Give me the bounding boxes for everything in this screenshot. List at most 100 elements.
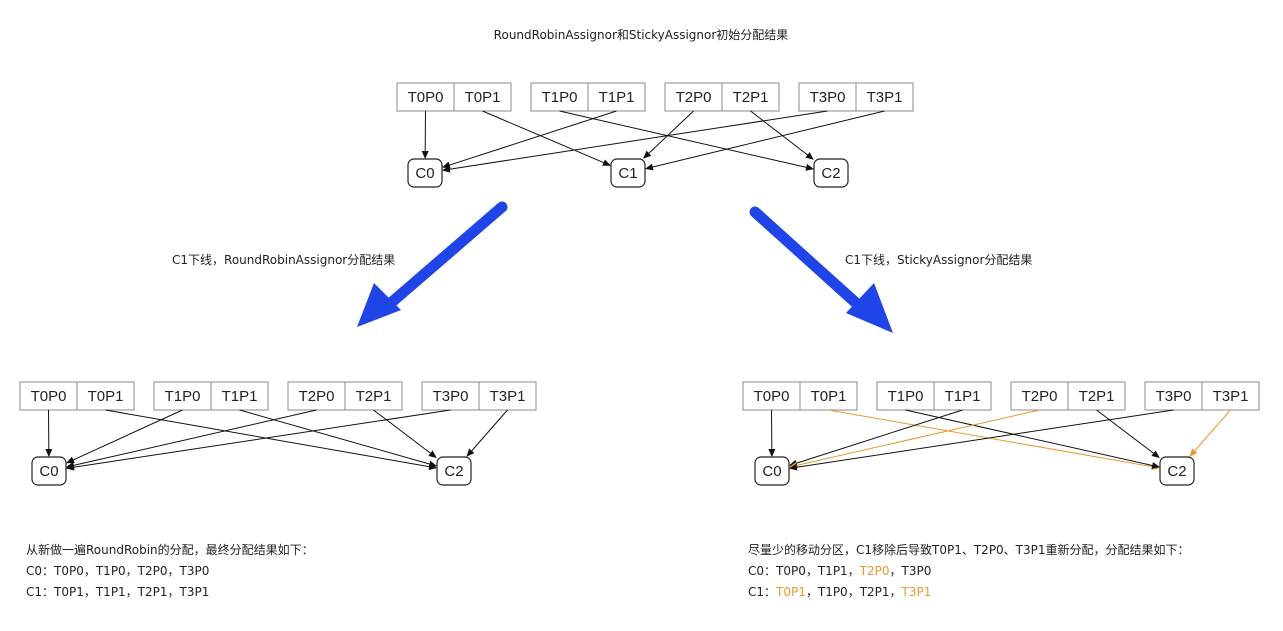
edge-t2p0-to-c0 [66, 409, 317, 469]
note-text: ，T3P0 [890, 564, 932, 578]
partition-t0p1: T0P1 [799, 381, 858, 411]
partition-label: T3P0 [433, 388, 469, 405]
partition-label: T1P0 [888, 388, 924, 405]
left-note: 从新做一遍RoundRobin的分配，最终分配结果如下： C0：T0P0，T1P0… [26, 542, 314, 599]
partition-t3p0: T3P0 [1144, 381, 1203, 411]
partition-t2p1: T2P1 [1067, 381, 1126, 411]
partition-label: T0P0 [408, 89, 444, 106]
edge-t1p0-to-c0 [66, 409, 183, 464]
consumer-label: C1 [618, 165, 637, 182]
partition-label: T2P0 [676, 89, 712, 106]
partition-label: T3P1 [490, 388, 526, 405]
edge-t0p1-to-c2 [828, 409, 1160, 471]
note-line-2: C1：T0P1，T1P0，T2P1，T3P1 [748, 585, 931, 599]
partition-t3p1: T3P1 [1201, 381, 1260, 411]
partition-label: T3P0 [1156, 388, 1192, 405]
partition-t1p0: T1P0 [876, 381, 935, 411]
note-text: C0：T0P0，T1P1， [748, 564, 860, 578]
partition-label: T3P1 [1213, 388, 1249, 405]
edge-t3p1-to-c1 [645, 110, 885, 171]
partition-label: T0P1 [811, 388, 847, 405]
partition-t3p0: T3P0 [798, 82, 857, 112]
consumer-label: C2 [1167, 463, 1186, 480]
partition-label: T2P1 [733, 89, 769, 106]
right-note: 尽量少的移动分区，C1移除后导致T0P1、T2P0、T3P1重新分配，分配结果如… [748, 542, 1190, 599]
consumer-c1: C1 [610, 158, 646, 188]
highlight-partition: T2P0 [859, 564, 890, 578]
partition-t0p1: T0P1 [76, 381, 135, 411]
partition-t1p0: T1P0 [530, 82, 589, 112]
edge-t3p0-to-c0 [442, 110, 828, 173]
partition-t2p0: T2P0 [664, 82, 723, 112]
partition-label: T1P1 [599, 89, 635, 106]
edge-t1p0-to-c2 [905, 409, 1160, 469]
partition-t2p0: T2P0 [287, 381, 346, 411]
edge-t2p1-to-c2 [1096, 409, 1160, 458]
edge-t3p0-to-c0 [789, 409, 1174, 471]
partition-label: T3P0 [810, 89, 846, 106]
right-caption: C1下线，StickyAssignor分配结果 [845, 253, 1032, 267]
partition-label: T2P0 [299, 388, 335, 405]
edge-t0p1-to-c1 [482, 110, 611, 166]
big-arrow-right [749, 206, 893, 333]
partition-t1p1: T1P1 [210, 381, 269, 411]
note-line-1: C0：T0P0，T1P0，T2P0，T3P0 [26, 564, 209, 578]
consumer-label: C0 [415, 165, 434, 182]
diagram-title: RoundRobinAssignor和StickyAssignor初始分配结果 [494, 28, 789, 42]
partition-t0p0: T0P0 [396, 82, 455, 112]
partition-label: T0P1 [88, 388, 124, 405]
highlight-partition: T3P1 [901, 585, 932, 599]
partition-t3p0: T3P0 [421, 381, 480, 411]
note-heading: 从新做一遍RoundRobin的分配，最终分配结果如下： [26, 542, 314, 557]
partition-t3p1: T3P1 [478, 381, 537, 411]
consumer-label: C0 [762, 463, 781, 480]
edge-t2p1-to-c2 [373, 409, 437, 458]
consumer-label: C2 [821, 165, 840, 182]
partition-t0p0: T0P0 [19, 381, 78, 411]
note-line-2: C1：T0P1，T1P1，T2P1，T3P1 [26, 585, 209, 599]
consumer-c2: C2 [813, 158, 849, 188]
consumer-c2: C2 [436, 456, 472, 486]
edge-t1p1-to-c2 [239, 409, 437, 468]
partition-t2p1: T2P1 [344, 381, 403, 411]
partition-t2p0: T2P0 [1010, 381, 1069, 411]
edge-t3p0-to-c0 [66, 409, 451, 471]
edge-t3p1-to-c2 [1189, 409, 1231, 457]
partition-label: T1P1 [945, 388, 981, 405]
partition-label: T2P1 [1079, 388, 1115, 405]
edge-t1p1-to-c0 [442, 110, 617, 169]
consumer-label: C0 [39, 463, 58, 480]
consumer-c0: C0 [407, 158, 443, 188]
partition-label: T1P1 [222, 388, 258, 405]
edge-t2p0-to-c1 [643, 110, 694, 159]
partition-label: T0P1 [465, 89, 501, 106]
note-text: C0：T0P0，T1P0，T2P0，T3P0 [26, 564, 209, 578]
partition-label: T3P1 [867, 89, 903, 106]
partition-label: T1P0 [542, 89, 578, 106]
note-text: C1： [748, 585, 776, 599]
note-line-1: C0：T0P0，T1P1，T2P0，T3P0 [748, 564, 931, 578]
big-arrow-left [357, 201, 508, 327]
partition-t1p1: T1P1 [587, 82, 646, 112]
note-heading: 尽量少的移动分区，C1移除后导致T0P1、T2P0、T3P1重新分配，分配结果如… [748, 542, 1190, 557]
partition-t0p1: T0P1 [453, 82, 512, 112]
partition-t0p0: T0P0 [742, 381, 801, 411]
note-text: ，T1P0，T2P1， [806, 585, 902, 599]
highlight-partition: T0P1 [775, 585, 806, 599]
edge-t1p1-to-c0 [789, 409, 963, 467]
partition-label: T2P0 [1022, 388, 1058, 405]
left-caption: C1下线，RoundRobinAssignor分配结果 [172, 253, 395, 267]
edge-t1p0-to-c2 [559, 110, 814, 171]
note-text: C1：T0P1，T1P1，T2P1，T3P1 [26, 585, 209, 599]
consumer-c0: C0 [754, 456, 790, 486]
partition-t1p0: T1P0 [153, 381, 212, 411]
partition-label: T0P0 [754, 388, 790, 405]
partition-t1p1: T1P1 [933, 381, 992, 411]
edge-t3p1-to-c2 [466, 409, 508, 457]
partition-t2p1: T2P1 [721, 82, 780, 112]
partition-label: T0P0 [31, 388, 67, 405]
